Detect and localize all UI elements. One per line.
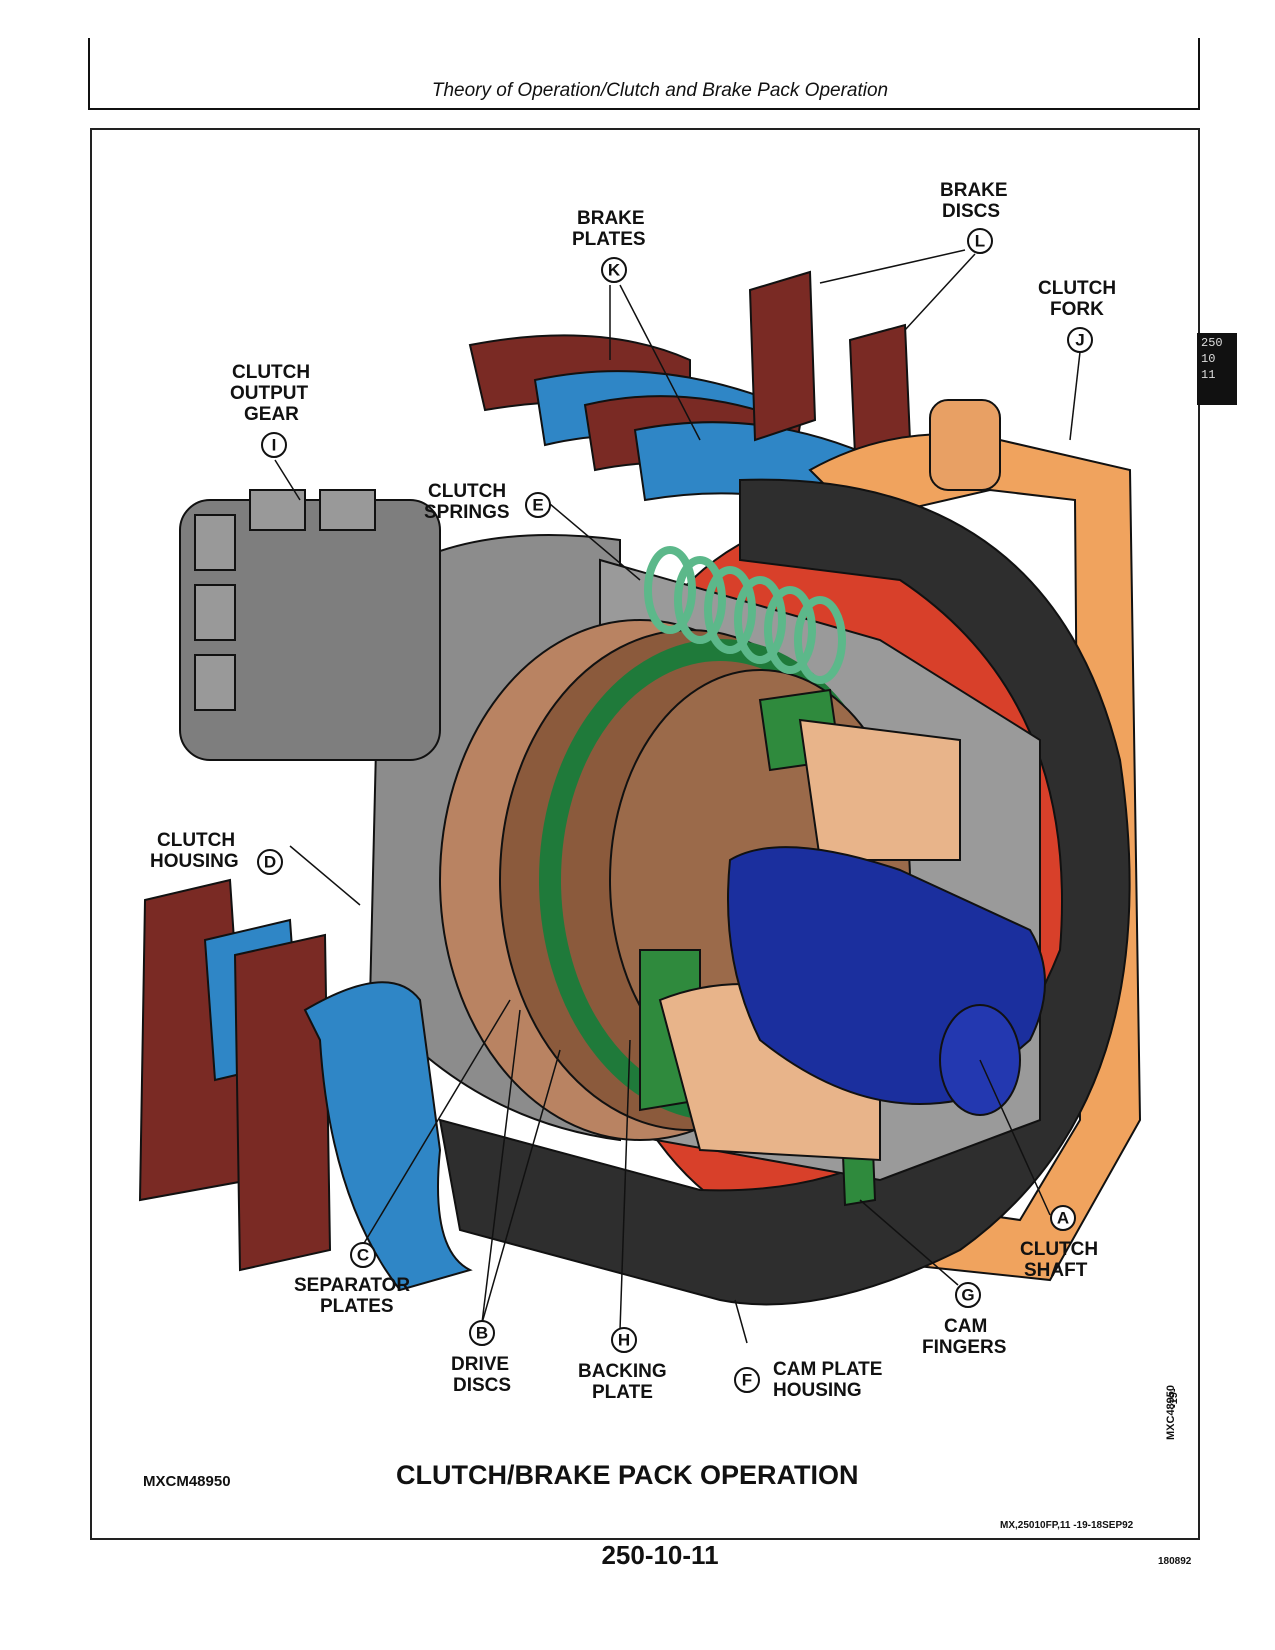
header-rule	[88, 108, 1200, 110]
callout-a-letter: A	[1057, 1209, 1069, 1228]
section-tab-line: 11	[1201, 368, 1216, 382]
callout-g-line-2: FINGERS	[922, 1337, 1006, 1358]
callout-k-letter: K	[608, 261, 621, 280]
date-stamp: 180892	[1158, 1556, 1192, 1567]
callout-k-line-1: BRAKE	[577, 208, 645, 229]
page-header-title: Theory of Operation/Clutch and Brake Pac…	[431, 80, 889, 101]
callout-i-line-2: OUTPUT	[230, 383, 309, 404]
callout-l-circle	[967, 228, 993, 254]
callout-h-line-1: BACKING	[578, 1361, 667, 1382]
left-margin-rule	[88, 38, 90, 110]
callout-j-letter: J	[1075, 331, 1084, 350]
illustration	[138, 270, 1142, 1306]
brake-plate-bottom-2	[303, 981, 473, 1292]
figure-source-code: MX,25010FP,11 -19-18SEP92	[1000, 1520, 1134, 1531]
figure-frame	[90, 128, 1200, 1540]
callout-g-circle	[955, 1282, 981, 1308]
callout-l-letter: L	[975, 232, 985, 251]
callout-i-circle	[261, 432, 287, 458]
callout-a-circle	[1050, 1205, 1076, 1231]
clutch-spring	[644, 546, 846, 684]
callout-l-line-1: BRAKE	[940, 180, 1008, 201]
callout-c-circle	[350, 1242, 376, 1268]
callout-j-circle	[1067, 327, 1093, 353]
callout-d-line-1: CLUTCH	[157, 830, 235, 851]
callout-k-circle	[601, 257, 627, 283]
callout-g-letter: G	[961, 1286, 974, 1305]
figure-id: MXCM48950	[143, 1473, 231, 1490]
callout-f-letter: F	[742, 1371, 752, 1390]
callout-i-line-1: CLUTCH	[232, 362, 310, 383]
callout-e-line-2: SPRINGS	[424, 502, 510, 523]
right-margin-rule	[1198, 38, 1200, 110]
callout-a-line-2: SHAFT	[1024, 1260, 1088, 1281]
leader-lines	[274, 249, 1081, 1344]
callout-e-circle	[525, 492, 551, 518]
brake-disc-bottom-2	[233, 933, 332, 1272]
section-tab: 250 10 11	[1197, 333, 1237, 405]
cam-plate-housing	[438, 478, 1131, 1306]
callout-g-line-1: CAM	[944, 1316, 987, 1337]
callout-j-line-1: CLUTCH	[1038, 278, 1116, 299]
brake-disc-upright-2	[848, 323, 912, 457]
callout-f-line-1: CAM PLATE	[773, 1359, 882, 1380]
figure-vertical-suffix: -19-	[1168, 1388, 1180, 1408]
callout-d-line-2: HOUSING	[150, 851, 239, 872]
callout-e-line-1: CLUTCH	[428, 481, 506, 502]
callout-i-letter: I	[272, 436, 277, 455]
section-tab-line: 10	[1201, 352, 1216, 366]
section-tab-line: 250	[1201, 336, 1223, 350]
callout-b-line-2: DISCS	[453, 1375, 511, 1396]
callout-j-line-2: FORK	[1050, 299, 1104, 320]
callout-f-line-2: HOUSING	[773, 1380, 862, 1401]
figure-caption: CLUTCH/BRAKE PACK OPERATION	[396, 1460, 859, 1490]
callout-i-line-3: GEAR	[244, 404, 299, 425]
callout-h-letter: H	[618, 1331, 630, 1350]
callout-d-letter: D	[264, 853, 276, 872]
callout-b-letter: B	[476, 1324, 488, 1343]
callout-l-line-2: DISCS	[942, 201, 1000, 222]
brake-disc-upright-1	[748, 270, 817, 442]
callout-h-circle	[611, 1327, 637, 1353]
page-number: 250-10-11	[601, 1540, 719, 1570]
callout-e-letter: E	[532, 496, 543, 515]
callout-d-circle	[257, 849, 283, 875]
callout-c-line-1: SEPARATOR	[294, 1275, 410, 1296]
callout-c-line-2: PLATES	[320, 1296, 394, 1317]
callout-b-line-1: DRIVE	[451, 1354, 509, 1375]
callout-k-line-2: PLATES	[572, 229, 646, 250]
callout-c-letter: C	[357, 1246, 369, 1265]
callout-f-circle	[734, 1367, 760, 1393]
fork-pin	[929, 399, 1001, 491]
callout-h-line-2: PLATE	[592, 1382, 653, 1403]
callout-a-line-1: CLUTCH	[1020, 1239, 1098, 1260]
callout-b-circle	[469, 1320, 495, 1346]
output-gear	[179, 489, 441, 761]
tan-block-2	[798, 718, 961, 861]
